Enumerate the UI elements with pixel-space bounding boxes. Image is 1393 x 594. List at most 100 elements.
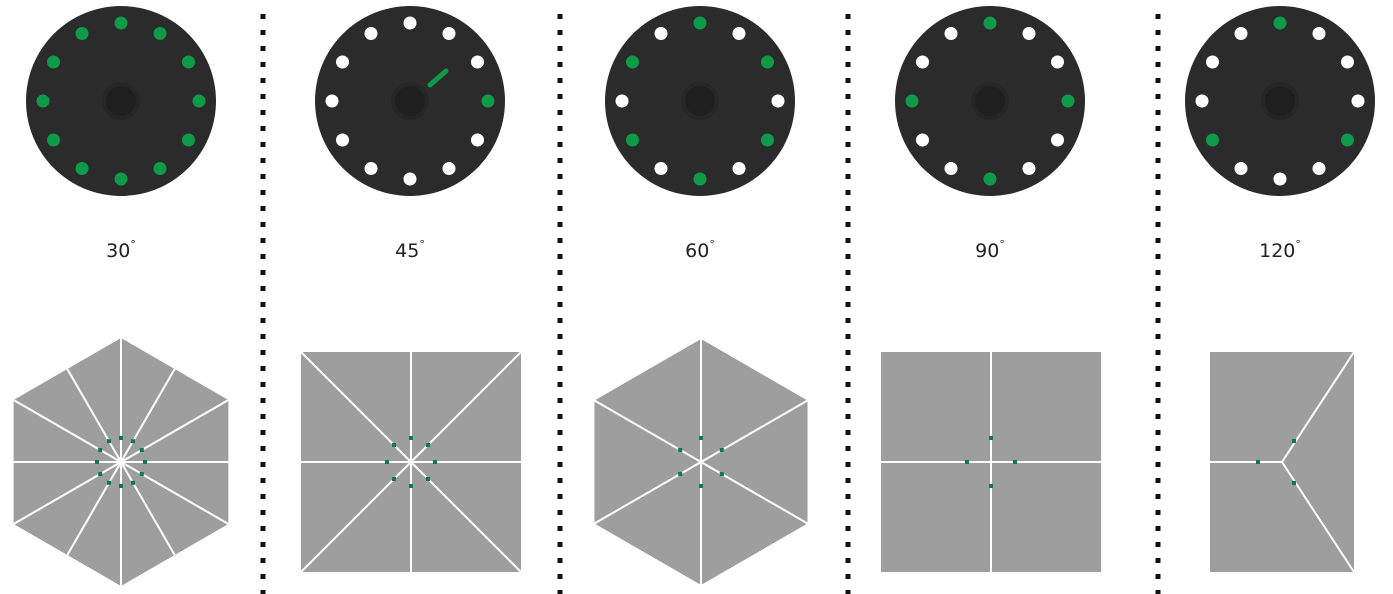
green-marker (392, 477, 396, 481)
white-dot (442, 162, 456, 175)
panel-30: 30° (13, 6, 229, 586)
white-dot (1022, 162, 1036, 175)
white-dot (916, 55, 929, 69)
cut-line (700, 461, 809, 525)
green-marker (131, 439, 135, 444)
green-marker (392, 443, 396, 447)
white-dot (471, 55, 484, 69)
white-dot (336, 133, 349, 147)
cut-line (1281, 461, 1355, 573)
white-dot (1312, 162, 1326, 175)
panel-dividers (260, 14, 1161, 594)
panel-60: 60° (593, 6, 809, 585)
disc-hub (1261, 82, 1299, 120)
angle-label-120: 120° (1259, 238, 1301, 262)
white-dot (1022, 27, 1036, 40)
white-dot (442, 27, 456, 40)
green-dot (693, 172, 707, 186)
white-dot (732, 27, 746, 40)
green-dot (626, 133, 639, 147)
square-4-cut-shape (881, 352, 1101, 572)
white-dot (1051, 133, 1064, 147)
green-dot (761, 133, 774, 147)
disc-hub (102, 82, 140, 120)
green-marker (139, 472, 144, 476)
white-dot (403, 16, 417, 30)
white-dot (1051, 55, 1064, 69)
white-dot (336, 55, 349, 69)
green-dot (481, 94, 495, 108)
green-marker (409, 484, 413, 488)
cut-line (593, 461, 702, 525)
green-dot (182, 133, 195, 147)
green-marker (678, 472, 683, 476)
green-marker (433, 460, 437, 464)
white-dot (1195, 94, 1209, 108)
green-arm (427, 68, 449, 88)
green-marker (107, 439, 111, 444)
white-dot (1206, 55, 1219, 69)
disc-90 (895, 6, 1085, 196)
green-marker (426, 477, 430, 481)
disc-60 (605, 6, 795, 196)
white-dot (364, 162, 378, 175)
y-3-cut-shape (1210, 351, 1355, 573)
angle-label-30: 30° (106, 238, 136, 262)
green-marker (98, 448, 103, 452)
angle-label-60: 60° (685, 238, 715, 262)
white-dot (1234, 162, 1248, 175)
angle-label-45: 45° (395, 238, 425, 262)
green-dot (36, 94, 50, 108)
green-marker (989, 436, 993, 440)
white-dot (654, 162, 668, 175)
green-dot (192, 94, 206, 108)
white-dot (1312, 27, 1326, 40)
green-dot (75, 27, 89, 40)
green-marker (409, 436, 413, 440)
green-marker (1292, 439, 1296, 443)
panel-120: 120° (1185, 6, 1375, 573)
white-dot (325, 94, 339, 108)
green-dot (47, 55, 60, 69)
hexagon-12-cut-shape (13, 338, 229, 586)
green-dot (75, 162, 89, 175)
green-marker (119, 436, 123, 440)
square-8-cut-shape (300, 351, 522, 573)
white-dot (771, 94, 785, 108)
green-dot (1273, 16, 1287, 30)
green-marker (699, 436, 703, 440)
green-dot (153, 27, 167, 40)
panel-45: 45° (300, 6, 522, 573)
green-marker (965, 460, 969, 464)
green-dot (983, 16, 997, 30)
green-marker (98, 472, 103, 476)
green-marker (1292, 481, 1296, 485)
angle-label-90: 90° (975, 238, 1005, 262)
green-dot (1061, 94, 1075, 108)
green-dot (626, 55, 639, 69)
white-dot (364, 27, 378, 40)
disc-45 (315, 6, 505, 196)
white-dot (1341, 55, 1354, 69)
green-marker (1013, 460, 1017, 464)
green-dot (114, 16, 128, 30)
white-dot (471, 133, 484, 147)
green-marker (131, 480, 135, 485)
panel-90: 90° (881, 6, 1101, 572)
green-dot (761, 55, 774, 69)
green-dot (693, 16, 707, 30)
green-dot (1341, 133, 1354, 147)
green-dot (153, 162, 167, 175)
white-dot (916, 133, 929, 147)
green-dot (983, 172, 997, 186)
disc-30 (26, 6, 216, 196)
green-dot (47, 133, 60, 147)
white-dot (1273, 172, 1287, 186)
green-marker (678, 448, 683, 452)
white-dot (1351, 94, 1365, 108)
green-marker (719, 448, 724, 452)
white-dot (944, 27, 958, 40)
green-marker (1256, 460, 1260, 464)
white-dot (403, 172, 417, 186)
